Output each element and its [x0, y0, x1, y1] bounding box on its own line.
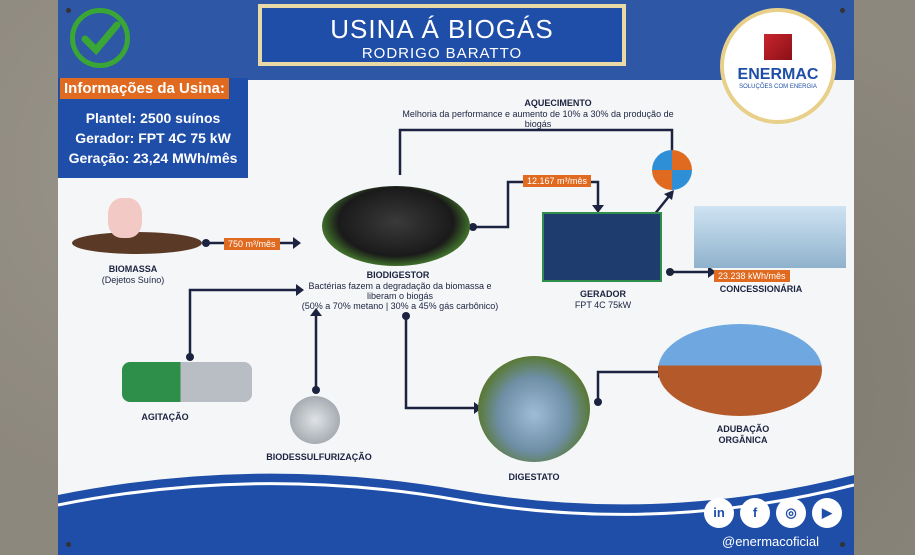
- gerador-flow-tag: 12.167 m³/mês: [523, 175, 592, 187]
- pig-image: [108, 198, 142, 238]
- sign-board: USINA Á BIOGÁS RODRIGO BARATTO ENERMAC S…: [58, 0, 854, 555]
- agitacao-title: AGITAÇÃO: [141, 412, 189, 422]
- adubacao-title: ADUBAÇÃO: [716, 424, 770, 434]
- concessionaria-flow-tag: 23.238 kWh/mês: [714, 270, 790, 282]
- gerador-sub: FPT 4C 75kW: [574, 300, 632, 310]
- biodigestor-image: [322, 186, 470, 266]
- heating-cycle-icon: [652, 150, 692, 190]
- agitator-image: [122, 362, 252, 402]
- page-subtitle: RODRIGO BARATTO: [361, 45, 523, 62]
- adubacao-title-2: ORGÂNICA: [718, 435, 768, 445]
- manure-pile-image: [72, 232, 202, 254]
- digestate-image: [478, 356, 590, 462]
- concessionaria-title: CONCESSIONÁRIA: [719, 284, 803, 294]
- blower-image: [290, 396, 340, 444]
- biodigestor-title: BIODIGESTOR: [366, 270, 430, 280]
- biomassa-flow-tag: 750 m³/mês: [224, 238, 280, 250]
- info-gerador: Gerador: FPT 4C 75 kW: [75, 130, 231, 146]
- aquecimento-desc-2: biogás: [524, 119, 552, 129]
- gerador-title: GERADOR: [579, 289, 626, 299]
- check-logo-icon: [70, 8, 130, 68]
- substation-image: [694, 206, 846, 268]
- biomassa-sub: (Dejetos Suíno): [101, 275, 165, 285]
- biodigestor-desc-2: liberam o biogás: [366, 291, 434, 301]
- instagram-icon[interactable]: ◎: [776, 498, 806, 528]
- biomassa-title: BIOMASSA: [108, 264, 158, 274]
- page-title: USINA Á BIOGÁS: [330, 14, 554, 44]
- social-handle[interactable]: @enermacoficial: [722, 534, 820, 549]
- biodigestor-desc: Bactérias fazem a degradação da biomassa…: [308, 281, 492, 291]
- screw: [840, 542, 845, 547]
- youtube-icon[interactable]: ▶: [812, 498, 842, 528]
- digestato-title: DIGESTATO: [508, 472, 560, 482]
- generator-image: [542, 212, 662, 282]
- biodigestor-desc-3: (50% a 70% metano | 30% a 45% gás carbôn…: [301, 301, 499, 311]
- screw: [66, 8, 71, 13]
- biodessulfurizacao-title: BIODESSULFURIZAÇÃO: [266, 452, 372, 462]
- facebook-icon[interactable]: f: [740, 498, 770, 528]
- info-header: Informações da Usina:: [60, 78, 229, 99]
- aquecimento-title: AQUECIMENTO: [524, 98, 592, 108]
- info-plantel: Plantel: 2500 suínos: [85, 110, 221, 126]
- logo-tagline: SOLUÇÕES COM ENERGIA: [739, 84, 817, 90]
- info-geracao: Geração: 23,24 MWh/mês: [68, 150, 238, 166]
- enermac-logo: ENERMAC SOLUÇÕES COM ENERGIA: [720, 8, 836, 124]
- title-box: USINA Á BIOGÁS RODRIGO BARATTO: [258, 4, 626, 66]
- logo-name: ENERMAC: [737, 66, 819, 83]
- linkedin-icon[interactable]: in: [704, 498, 734, 528]
- aquecimento-desc: Melhoria da performance e aumento de 10%…: [402, 109, 674, 119]
- enermac-mark-icon: [764, 34, 792, 60]
- fertilizer-truck-image: [658, 324, 822, 416]
- screw: [66, 542, 71, 547]
- screw: [840, 8, 845, 13]
- info-panel: Informações da Usina: Plantel: 2500 suín…: [58, 78, 248, 178]
